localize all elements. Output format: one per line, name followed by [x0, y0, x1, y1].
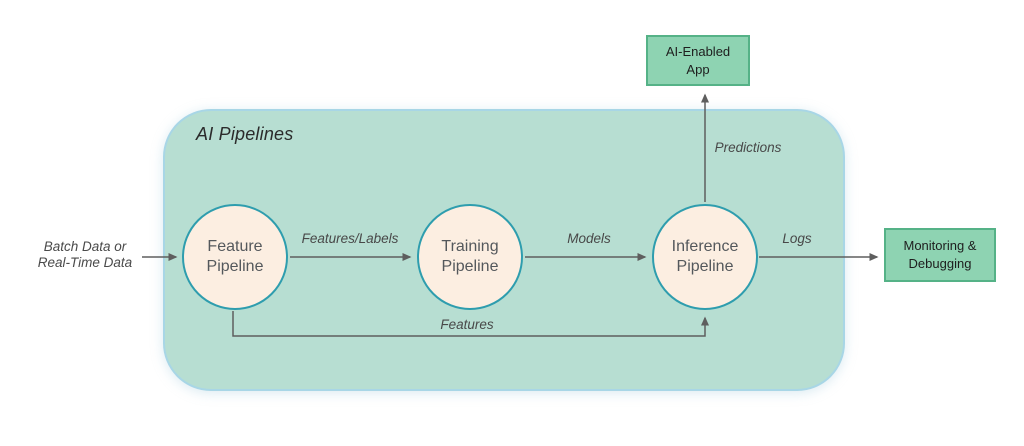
source-data-label: Batch Data or Real-Time Data [37, 239, 133, 271]
node-ai-enabled-app: AI-Enabled App [646, 35, 750, 86]
edge-label-features: Features [440, 317, 494, 332]
edge-label-models: Models [567, 231, 611, 246]
container-title: AI Pipelines [196, 124, 294, 144]
edge-label-logs: Logs [782, 231, 812, 246]
node-monitoring-debugging: Monitoring & Debugging [884, 228, 996, 282]
node-training-pipeline: Training Pipeline [417, 204, 523, 310]
edge-label-features-labels: Features/Labels [301, 231, 399, 246]
edge-label-predictions: Predictions [714, 140, 782, 155]
node-inference-pipeline: Inference Pipeline [652, 204, 758, 310]
node-feature-pipeline: Feature Pipeline [182, 204, 288, 310]
